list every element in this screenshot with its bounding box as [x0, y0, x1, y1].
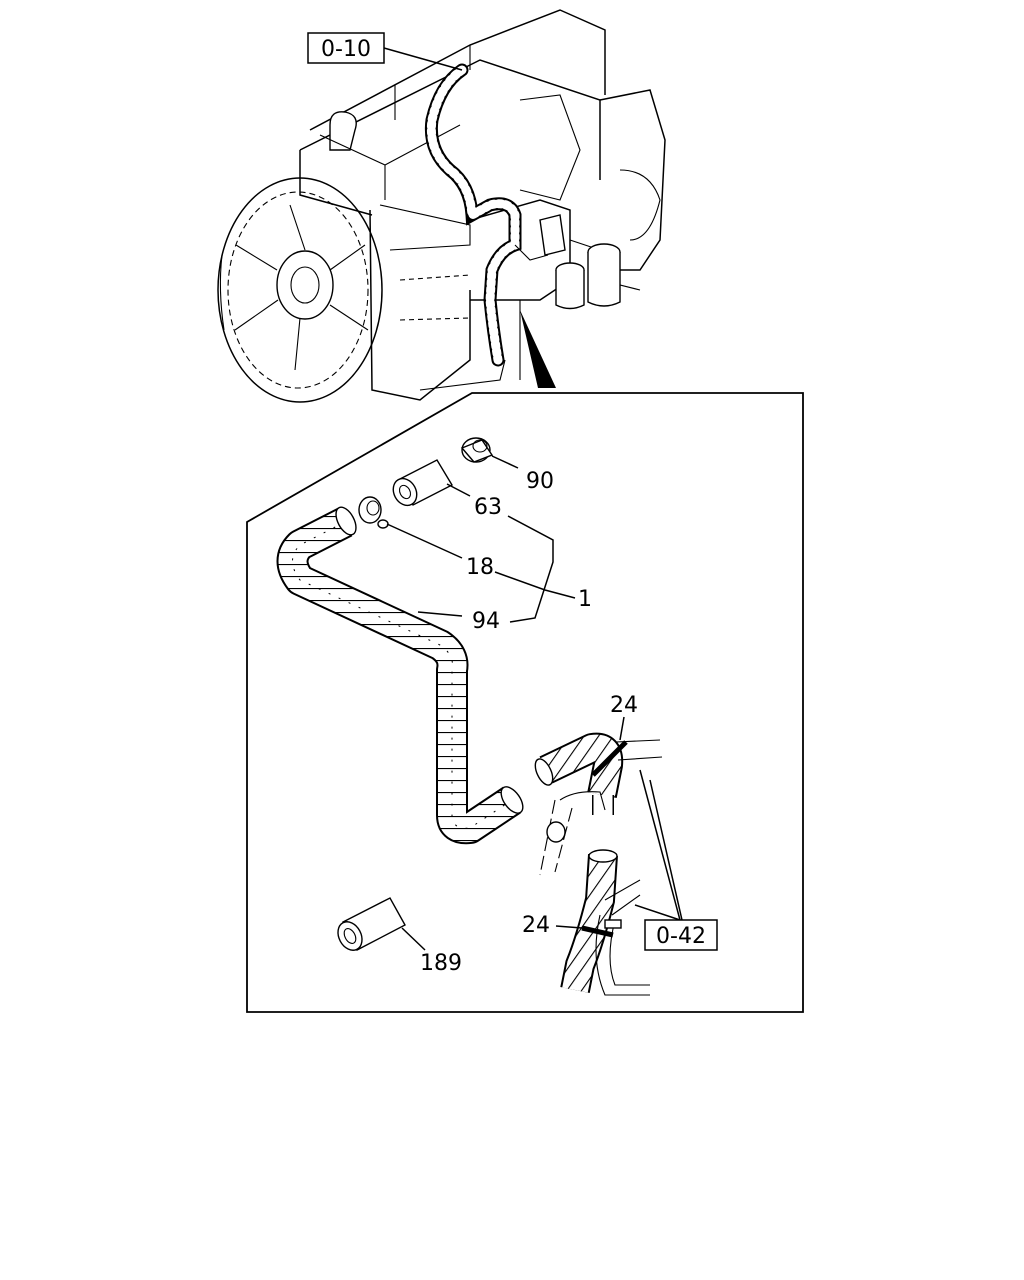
part-90-clamp[interactable]: 90: [460, 437, 554, 494]
callout-63: 63: [474, 495, 502, 520]
callout-94: 94: [472, 609, 500, 634]
reference-label-bottom: 0-42: [656, 924, 706, 949]
part-18-clamp[interactable]: 18: [358, 496, 494, 580]
part-24-tie-bottom[interactable]: 24: [522, 913, 614, 938]
part-63-sleeve[interactable]: 63: [389, 459, 502, 520]
engine-illustration: [217, 9, 666, 403]
part-94-corrugated-tube[interactable]: 94: [276, 504, 528, 845]
part-189-sleeve[interactable]: 189: [333, 897, 462, 976]
callout-24-bottom: 24: [522, 913, 550, 938]
reference-box-0-42[interactable]: 0-42: [634, 769, 718, 951]
callout-1: 1: [578, 587, 592, 612]
engine-block: [299, 9, 666, 401]
callout-1-leader: 1: [494, 515, 592, 623]
engine-harness: [424, 63, 549, 367]
callout-18: 18: [466, 555, 494, 580]
detail-frame: [246, 392, 804, 1013]
reference-box-0-10[interactable]: 0-10: [307, 32, 463, 71]
detail-pointer: [520, 310, 556, 388]
callout-24-top: 24: [610, 693, 638, 718]
callout-90: 90: [526, 469, 554, 494]
part-24-tie-top[interactable]: 24: [591, 693, 638, 777]
reference-label-top: 0-10: [321, 37, 371, 62]
callout-189: 189: [420, 951, 462, 976]
harness-right-assembly[interactable]: [532, 732, 663, 996]
